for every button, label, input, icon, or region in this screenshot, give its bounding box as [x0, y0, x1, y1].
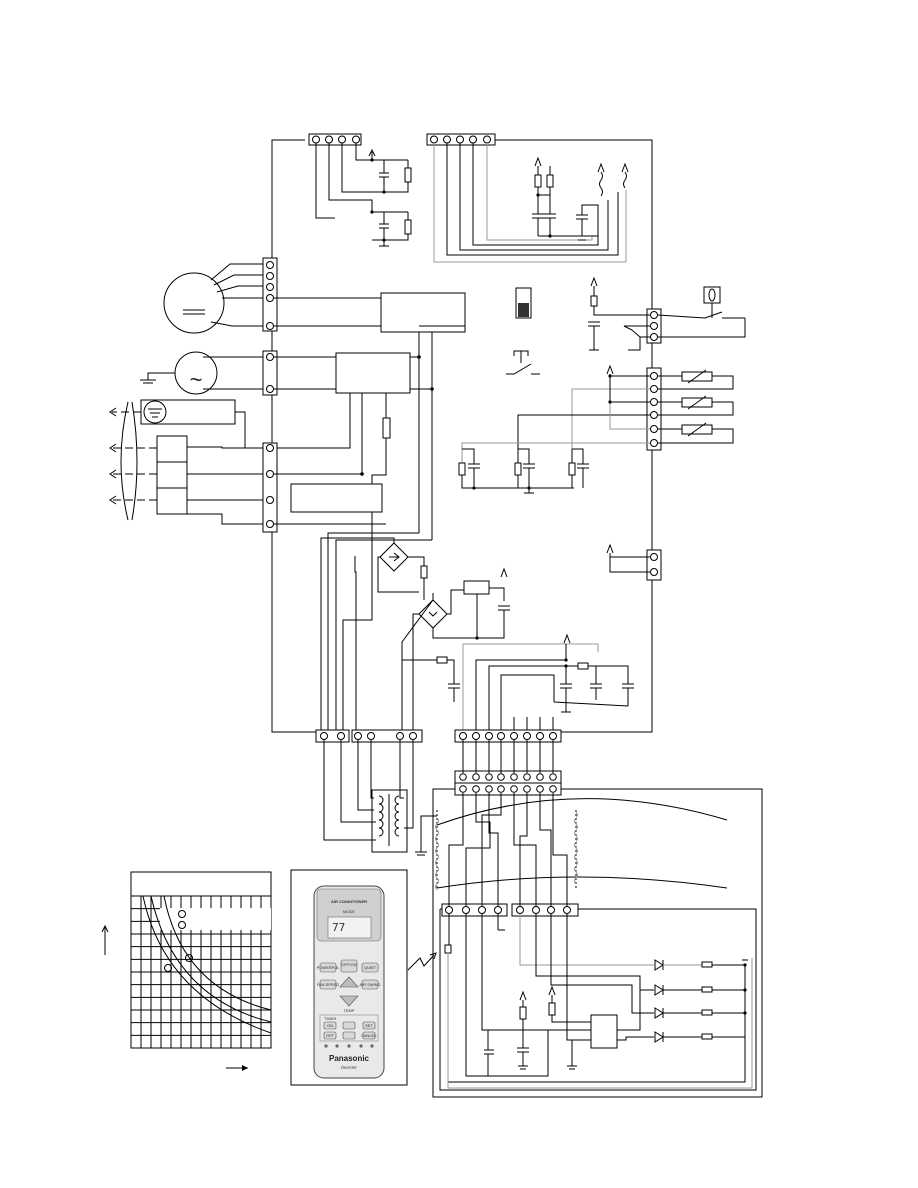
remote-temp-up-button[interactable] [339, 976, 359, 988]
transformer [323, 740, 414, 853]
remote-onoff-button[interactable] [340, 959, 358, 973]
control-block [290, 483, 383, 513]
remote-cancel-label: CANCEL [361, 1033, 378, 1038]
lower-signal-wiring [462, 633, 634, 732]
chart-marker [178, 921, 186, 929]
remote-off-label: OFF [326, 1033, 335, 1038]
remote-powerful-label: POWERFUL [317, 965, 340, 970]
remote-lcd-digits: 77 [332, 921, 345, 934]
remote-cancel-button[interactable] [362, 1031, 376, 1040]
remote-on-button[interactable] [323, 1021, 337, 1030]
remote-temp-down-button[interactable] [339, 995, 359, 1007]
remote-sub-brand: Inverter [340, 1066, 357, 1071]
remote-temp-label: TEMP [343, 1008, 354, 1013]
characteristic-chart [101, 871, 272, 1071]
remote-fan-label: FAN SPEED [317, 982, 340, 987]
remote-swing-label: AIR SWING [359, 982, 380, 987]
chart-curve [142, 895, 272, 1034]
remote-onoff-label: OFF/ON [341, 962, 356, 967]
connector-motor [262, 257, 381, 332]
ac-source: ~ [140, 351, 266, 395]
fan-motor [163, 263, 266, 334]
power-supply-block [335, 352, 411, 394]
connector-relay [454, 740, 562, 796]
remote-control: AIR CONDITIONER MODE 77 POWERFUL OFF/ON … [290, 869, 408, 1086]
chart-marker [178, 910, 186, 918]
remote-lcd-display [327, 916, 372, 939]
remote-swing-button[interactable] [361, 979, 379, 990]
remote-fan-button[interactable] [319, 979, 337, 990]
remote-timer-down-button[interactable] [342, 1031, 356, 1040]
remote-powerful-button[interactable] [319, 962, 337, 973]
connector-bottom-row [315, 729, 562, 743]
dip-switch [515, 287, 532, 319]
main-pcb-outline [271, 139, 653, 733]
chart-curve [163, 895, 272, 1011]
connector-two-pin [606, 543, 662, 581]
remote-timer-label: TIMER [324, 1016, 337, 1021]
remote-mode-label: MODE [343, 909, 355, 914]
ac-symbol: ~ [190, 367, 203, 392]
chart-curve [150, 895, 272, 1023]
connector-sensor [262, 393, 386, 533]
remote-title: AIR CONDITIONER [331, 899, 367, 904]
sensor-harness [109, 401, 266, 525]
chart-marker [164, 964, 172, 972]
remote-timer-up-button[interactable] [342, 1021, 356, 1030]
remote-off-button[interactable] [323, 1031, 337, 1040]
connector-thermistor [458, 364, 734, 494]
indicator-pcb [407, 788, 763, 1098]
chart-marker [185, 954, 193, 962]
earth-terminal [140, 399, 266, 449]
connector-receiver [588, 276, 746, 351]
connector-top-left [308, 133, 412, 247]
remote-set-label: SET [365, 1023, 373, 1028]
rectifier-circuit [320, 525, 510, 732]
connector-power [262, 350, 336, 396]
remote-quiet-button[interactable] [361, 962, 379, 973]
remote-quiet-label: QUIET [364, 965, 377, 970]
remote-set-button[interactable] [362, 1021, 376, 1030]
push-switch [506, 350, 540, 375]
remote-on-label: ON [327, 1023, 333, 1028]
remote-brand: Panasonic [329, 1054, 370, 1063]
connector-top-right [426, 133, 629, 263]
